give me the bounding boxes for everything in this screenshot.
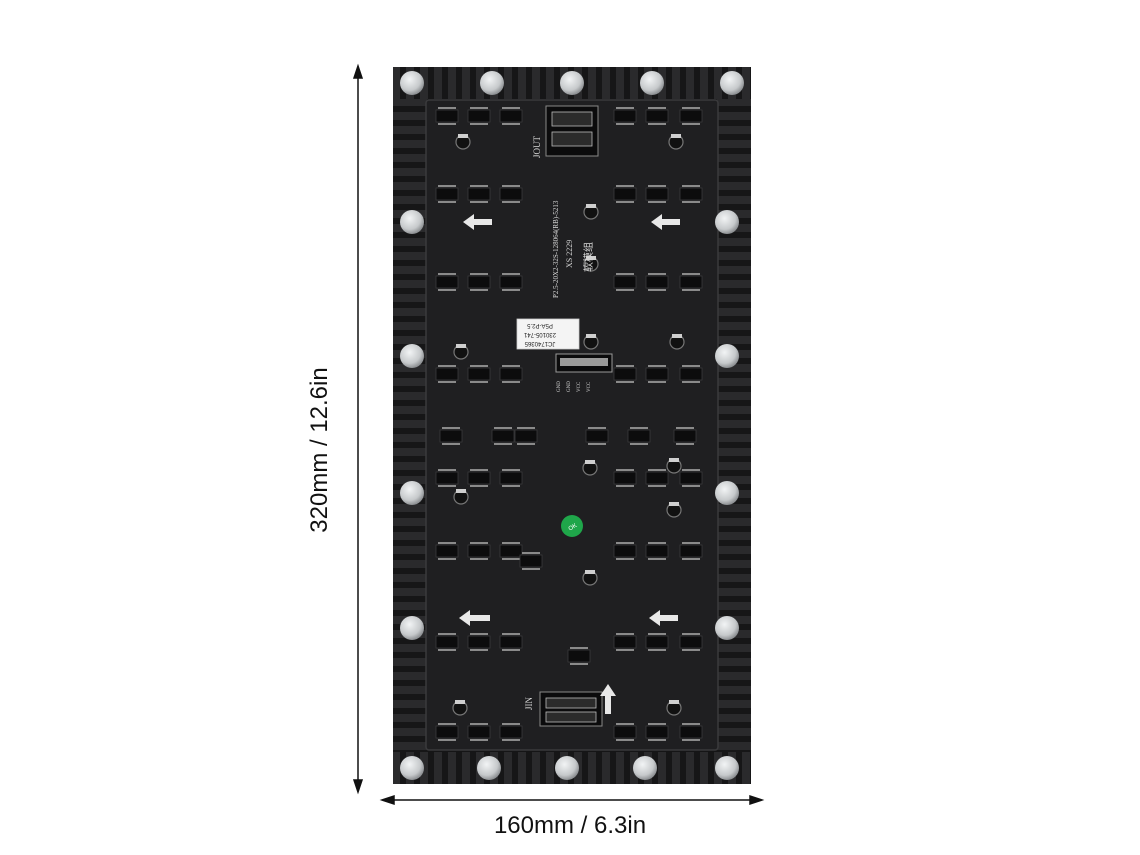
magnet: [720, 71, 744, 95]
magnet: [715, 616, 739, 640]
magnet-mounts: [400, 71, 744, 780]
jin-label: JIN: [524, 697, 534, 710]
arrow-left-icon: [459, 610, 490, 626]
power-pin-label: GND: [557, 381, 562, 392]
sticker-line2: 230105-741: [523, 331, 556, 337]
jin-connector: [539, 691, 603, 727]
power-connector: [555, 353, 613, 373]
width-dimension-label: 160mm / 6.3in: [493, 812, 647, 839]
magnet: [400, 210, 424, 234]
magnet: [400, 756, 424, 780]
jout-label: JOUT: [532, 135, 542, 158]
power-pin-label: VCC: [587, 381, 592, 392]
magnet: [555, 756, 579, 780]
arrow-left-icon: [463, 214, 492, 230]
magnet: [633, 756, 657, 780]
height-dimension-arrow: [352, 63, 364, 795]
green-sticker-text: OK: [568, 523, 579, 533]
power-pin-label: GND: [567, 381, 572, 392]
magnet: [715, 210, 739, 234]
magnet: [480, 71, 504, 95]
power-pin-label: VCC: [577, 381, 582, 392]
pcb: [425, 99, 719, 751]
chinese-module-label: 软模组: [582, 242, 595, 272]
magnet: [477, 756, 501, 780]
magnet: [400, 616, 424, 640]
magnet: [400, 344, 424, 368]
direction-arrows: [459, 214, 680, 714]
magnet: [560, 71, 584, 95]
arrow-left-icon: [649, 610, 678, 626]
magnet: [640, 71, 664, 95]
magnet: [715, 481, 739, 505]
arrow-up-icon: [600, 684, 616, 714]
white-label-sticker: [516, 318, 580, 350]
led-module-board: [393, 67, 751, 784]
batch-code-label: XS 2229: [565, 240, 574, 268]
width-dimension-arrow: [379, 794, 765, 806]
height-dimension-label: 320mm / 12.6in: [306, 367, 333, 533]
magnet: [400, 71, 424, 95]
jout-connector: [545, 105, 599, 157]
part-number-label: P2.5-20X2-32S-128064(RB)-5213: [552, 200, 560, 298]
magnet: [400, 481, 424, 505]
sticker-line3: JC1740365: [524, 340, 555, 346]
magnet: [715, 344, 739, 368]
sticker-line1: P5A-P2.5: [526, 322, 552, 328]
arrow-left-icon: [651, 214, 680, 230]
magnet: [715, 756, 739, 780]
green-qc-sticker: [561, 515, 583, 537]
